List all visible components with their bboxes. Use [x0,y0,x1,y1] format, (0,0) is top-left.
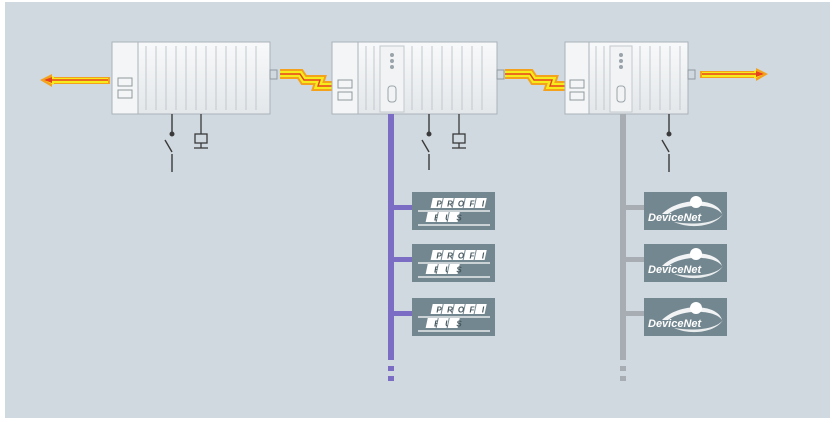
devicenet-logo: DeviceNet [648,196,724,227]
devicenet-logo: DeviceNet [648,302,724,333]
profibus-letter: U [445,320,451,329]
devicenet-bus-line [620,114,644,381]
profibus-letter: R [447,306,453,315]
profibus-letter: I [482,252,485,261]
profibus-letter: U [445,214,451,223]
profibus-letter: O [458,200,465,209]
devicenet-badge: DeviceNet [644,244,727,282]
profibus-letter: R [447,252,453,261]
profibus-letter: O [458,252,465,261]
devicenet-badge: DeviceNet [644,192,727,230]
devicenet-logo: DeviceNet [648,248,724,279]
profibus-letter: P [436,200,442,209]
switch-icon [421,114,432,170]
profibus-letter: S [456,320,462,329]
profibus-letter: I [482,306,485,315]
profibus-letter: P [436,306,442,315]
terminal-icon [452,114,466,149]
ethernet-link-2-3 [505,69,566,91]
profibus-bus-line [388,114,412,381]
ethernet-link-left [40,74,110,87]
profibus-letter: F [470,252,476,261]
switch-icon [661,114,672,172]
devicenet-label: DeviceNet [648,212,703,224]
profibus-letter: B [434,320,440,329]
devicenet-label: DeviceNet [648,318,703,330]
terminal-icon [194,114,208,149]
controller-module-2 [331,41,505,115]
profibus-letter: F [470,306,476,315]
ethernet-link-1-2 [280,69,332,91]
controller-module-1 [111,41,278,115]
profibus-letter: B [434,266,440,275]
profibus-letter: B [434,214,440,223]
profibus-letter: S [456,214,462,223]
devicenet-label: DeviceNet [648,264,703,276]
profibus-letter: O [458,306,465,315]
profibus-letter: F [470,200,476,209]
profibus-letter: P [436,252,442,261]
switch-icon [164,114,175,172]
profibus-letter: U [445,266,451,275]
ethernet-link-right [700,68,768,81]
profibus-letter: R [447,200,453,209]
profibus-letter: S [456,266,462,275]
profibus-letter: I [482,200,485,209]
devicenet-badge: DeviceNet [644,298,727,336]
controller-module-3 [564,41,696,115]
